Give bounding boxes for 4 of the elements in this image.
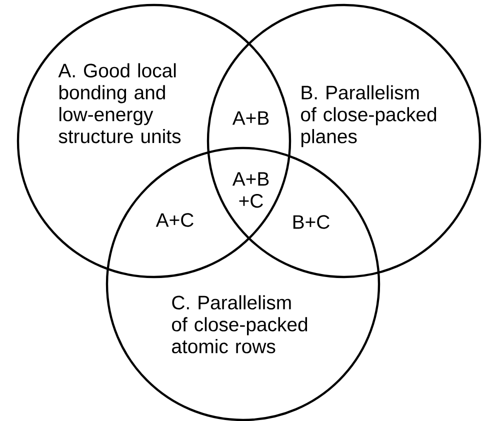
- region-label: B+C: [293, 215, 330, 229]
- region-label: A+B +C: [232, 172, 269, 208]
- region-label: A+B: [232, 111, 269, 125]
- region-label: A+C: [156, 213, 194, 227]
